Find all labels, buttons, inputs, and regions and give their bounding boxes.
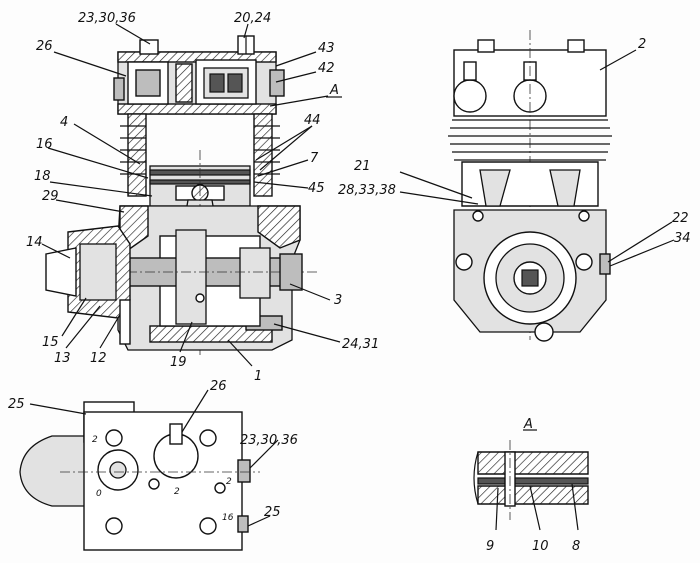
label-15: 15 [42,335,59,350]
label-26-top: 26 [36,39,53,54]
stamp-mark-5: 16 [222,513,234,523]
callout-labels: 23,30,36 20,24 26 43 42 A 44 4 16 7 18 4… [8,11,691,554]
label-28-33-38: 28,33,38 [338,183,396,198]
label-19: 19 [170,355,187,370]
label-3: 3 [334,293,342,308]
label-24-31: 24,31 [342,337,379,352]
cylinder-head [113,35,285,115]
label-25-top: 25 [8,397,25,412]
label-14: 14 [26,235,43,250]
label-a-mark: A [329,83,339,98]
label-2: 2 [638,37,646,52]
label-8: 8 [572,539,580,554]
label-10: 10 [532,539,549,554]
stamp-mark-4: 2 [226,477,232,487]
stamp-mark-2: 2 [174,487,180,497]
label-29: 29 [42,189,59,204]
detail-a [473,429,589,520]
label-34: 34 [674,231,691,246]
label-23-30-36-top: 23,30,36 [78,11,136,26]
label-1: 1 [254,369,262,384]
label-21: 21 [354,159,371,174]
stamp-mark-3: 0 [96,489,102,499]
label-44: 44 [304,113,321,128]
label-16: 16 [36,137,53,152]
label-4: 4 [60,115,68,130]
detail-a-title: A [523,417,533,432]
stamp-mark-1: 2 [92,435,98,445]
label-20-24: 20,24 [234,11,271,26]
label-7: 7 [310,151,319,166]
label-45: 45 [308,181,325,196]
label-12: 12 [90,351,107,366]
label-26-bottom: 26 [210,379,227,394]
label-13: 13 [54,351,71,366]
side-view [448,30,612,342]
label-25-bottom: 25 [264,505,281,520]
label-22: 22 [672,211,689,226]
label-43: 43 [318,41,335,56]
top-view: 2 2 0 2 16 [19,401,260,551]
crankcase [45,205,320,351]
label-23-30-36-bottom: 23,30,36 [240,433,298,448]
label-42: 42 [318,61,335,76]
label-18: 18 [34,169,51,184]
sectional-view [45,35,320,355]
leader-lines [29,23,675,531]
label-9: 9 [486,539,494,554]
